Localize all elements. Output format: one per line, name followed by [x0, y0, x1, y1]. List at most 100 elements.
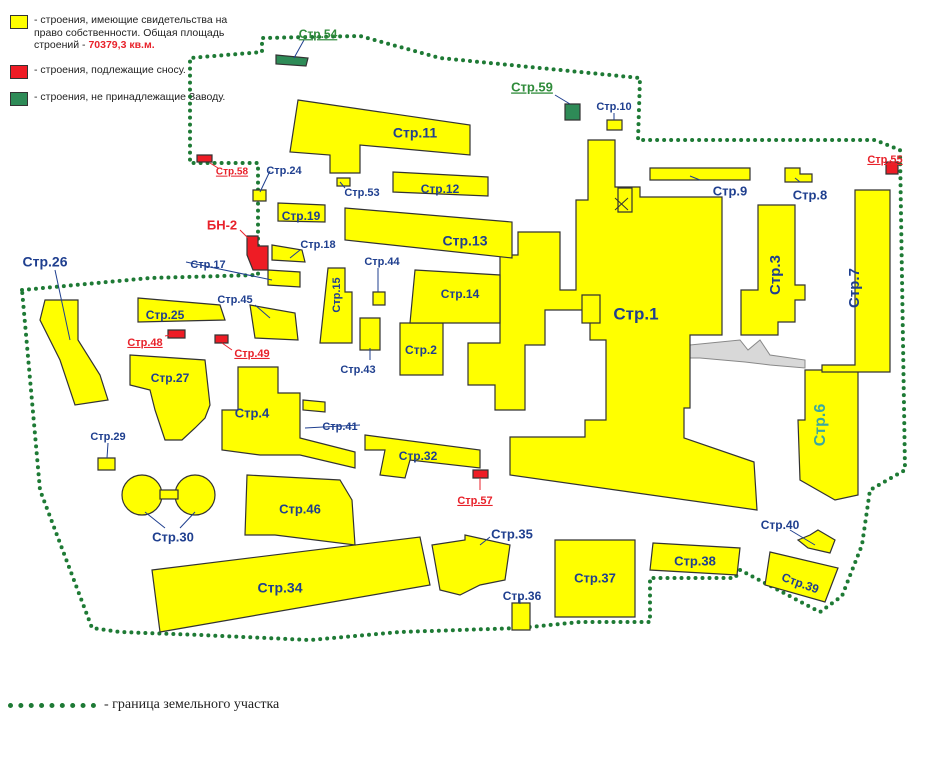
building-str-57[interactable]	[472, 469, 489, 479]
building-bn-2[interactable]	[246, 235, 269, 271]
building-label-str-38: Стр.38	[674, 553, 716, 568]
building-label-str-59: Стр.59	[511, 79, 553, 94]
building-str-39[interactable]	[764, 551, 839, 603]
building-str-17[interactable]	[267, 269, 301, 288]
building-str-18[interactable]	[271, 244, 306, 263]
leader-str-35	[479, 536, 491, 546]
building-label-str-11: Стр.11	[393, 125, 437, 141]
building-str-35[interactable]	[431, 534, 511, 596]
building-str-32[interactable]	[364, 434, 481, 479]
leader-str-41	[304, 424, 361, 429]
building-str-48[interactable]	[167, 329, 186, 339]
building-str-49-shape	[214, 334, 229, 344]
building-bn-2-shape	[246, 235, 269, 271]
building-str-37[interactable]	[554, 539, 636, 618]
legend-not-owned: - строения, не принадлежащие Заводу.	[10, 91, 250, 106]
building-str-46-shape	[244, 474, 356, 546]
building-str-59[interactable]	[564, 103, 581, 121]
building-str-40[interactable]	[796, 529, 836, 554]
building-label-str-32: Стр.32	[399, 449, 438, 463]
building-label-str-9: Стр.9	[713, 183, 748, 198]
leader-str-29	[106, 442, 109, 459]
legend-demolish-text: - строения, подлежащие сносу.	[34, 63, 186, 76]
building-str-30[interactable]	[121, 474, 216, 516]
building-str-36[interactable]	[511, 602, 531, 631]
building-str-40-shape	[796, 529, 836, 554]
building-label-str-29: Стр.29	[90, 431, 125, 443]
building-str-1-shape-2	[617, 187, 633, 213]
building-str-53[interactable]	[336, 177, 351, 187]
building-str-1[interactable]	[467, 139, 758, 511]
legend-swatch-not-owned	[10, 91, 28, 106]
building-str-43-shape	[359, 317, 381, 351]
building-str-6[interactable]	[797, 369, 859, 501]
building-str-30-tank-1	[121, 474, 163, 516]
building-str-3[interactable]	[740, 204, 806, 336]
building-str-11[interactable]	[289, 99, 471, 174]
building-label-str-54: Стр.54	[299, 27, 338, 41]
building-label-str-27: Стр.27	[151, 371, 190, 385]
building-str-46[interactable]	[244, 474, 356, 546]
building-str-38-shape	[649, 542, 741, 576]
building-label-str-36: Стр.36	[503, 589, 542, 603]
building-label-str-1: Стр.1	[613, 304, 658, 323]
building-str-13[interactable]	[344, 207, 513, 259]
building-label-str-18: Стр.18	[300, 239, 335, 251]
building-str-27[interactable]	[129, 354, 211, 441]
building-str-12[interactable]	[392, 171, 489, 197]
building-str-41[interactable]	[302, 399, 326, 413]
building-str-17-shape	[267, 269, 301, 288]
building-str-4[interactable]	[221, 366, 356, 469]
building-str-24[interactable]	[252, 189, 267, 202]
building-str-19[interactable]	[277, 202, 326, 223]
building-str-44[interactable]	[372, 291, 386, 306]
building-label-str-6: Стр.6	[812, 404, 829, 447]
building-label-str-12: Стр.12	[421, 182, 460, 196]
leader-str-9	[689, 175, 701, 181]
building-str-25[interactable]	[137, 297, 226, 323]
building-label-str-10: Стр.10	[596, 101, 631, 113]
building-str-55[interactable]	[885, 161, 899, 175]
building-str-39-shape	[764, 551, 839, 603]
building-str-58-shape	[196, 154, 213, 163]
building-str-45[interactable]	[249, 304, 299, 341]
building-label-str-8: Стр.8	[793, 187, 828, 202]
leader-str-18	[289, 249, 301, 259]
building-label-str-25: Стр.25	[146, 308, 185, 322]
building-label-str-15: Стр.15	[331, 277, 343, 312]
building-str-37-shape	[554, 539, 636, 618]
building-str-38[interactable]	[649, 542, 741, 576]
legend-not-owned-text: - строения, не принадлежащие Заводу.	[34, 90, 226, 103]
building-str-4-shape	[221, 366, 356, 469]
building-str-58[interactable]	[196, 154, 213, 163]
building-label-str-49: Стр.49	[234, 348, 269, 360]
building-str-3-shape	[740, 204, 806, 336]
building-str-14[interactable]	[409, 269, 501, 324]
building-str-34[interactable]	[151, 536, 431, 633]
building-str-43[interactable]	[359, 317, 381, 351]
building-label-str-41: Стр.41	[322, 421, 357, 433]
building-str-26[interactable]	[39, 299, 109, 406]
building-label-str-2: Стр.2	[405, 343, 437, 357]
legend-owned-description: - строения, имеющие свидетельства на пра…	[34, 14, 228, 51]
building-label-str-48: Стр.48	[127, 337, 162, 349]
building-str-8[interactable]	[784, 167, 813, 183]
building-str-15[interactable]	[319, 267, 353, 344]
building-str-54-shape	[275, 54, 309, 67]
building-str-49[interactable]	[214, 334, 229, 344]
building-str-10[interactable]	[606, 119, 623, 131]
building-str-54[interactable]	[275, 54, 309, 67]
leader-str-26	[54, 269, 71, 341]
leader-bn-2	[239, 229, 251, 241]
building-str-9[interactable]	[649, 167, 751, 181]
building-label-str-58: Стр.58	[216, 167, 249, 178]
building-str-29[interactable]	[97, 457, 116, 471]
building-str-26-shape	[39, 299, 109, 406]
legend: - строения, имеющие свидетельства на пра…	[10, 14, 250, 118]
building-str-7[interactable]	[821, 189, 891, 373]
leader-str-30-b	[179, 511, 196, 529]
building-label-str-4: Стр.4	[235, 405, 270, 420]
leader-str-54	[293, 39, 305, 59]
